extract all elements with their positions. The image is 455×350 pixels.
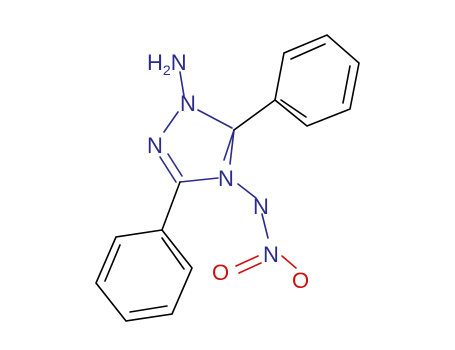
upper-phenyl-double-3 xyxy=(280,99,307,118)
nitro-o-left-label: O xyxy=(212,260,229,285)
nitroimine-bonds xyxy=(235,183,297,274)
nitro-o-right-label: O xyxy=(292,268,309,293)
bond-c5-imine xyxy=(223,129,235,161)
ring-n4-label: N xyxy=(218,166,234,191)
bond-n2-c3 xyxy=(159,156,177,183)
ring-n1-label: N xyxy=(180,91,196,116)
bond-imine-nitro-n xyxy=(261,213,269,239)
upper-phenyl-ring xyxy=(233,34,360,131)
upper-phenyl-double-1 xyxy=(290,43,326,60)
bond-nitro-o-left xyxy=(235,255,259,267)
nitro-n-label: N xyxy=(263,242,279,267)
atom-labels: H2N N N N N N O O xyxy=(147,50,309,293)
bond-c3-n4 xyxy=(179,177,219,183)
lower-phenyl-double-2 xyxy=(129,305,168,313)
lower-phenyl-double-3 xyxy=(161,237,185,270)
bond-n1-n2 xyxy=(163,111,179,133)
upper-phenyl-hexagon xyxy=(274,34,360,127)
bond-n4-imine-n xyxy=(237,183,257,199)
bond-n1-c5 xyxy=(197,109,233,129)
bond-nh2-n1 xyxy=(179,71,185,97)
bond-c5-phenyl xyxy=(233,99,276,131)
amine-h-label: H2N xyxy=(147,50,187,78)
ring-n2-label: N xyxy=(147,133,163,158)
upper-phenyl-double-2 xyxy=(342,65,351,104)
bond-nitro-o-left-double xyxy=(238,262,262,274)
bond-n4-c5 xyxy=(229,129,235,165)
lower-phenyl-ring xyxy=(95,181,193,322)
bond-c3-phenyl xyxy=(161,181,181,231)
bond-nitro-o-right xyxy=(281,255,297,269)
lower-phenyl-double-1 xyxy=(104,244,121,282)
imine-n-label: N xyxy=(253,194,269,219)
triazole-ring-bonds xyxy=(159,71,235,183)
bond-n2-c3-double xyxy=(167,153,183,177)
lower-phenyl-hexagon xyxy=(95,229,193,322)
